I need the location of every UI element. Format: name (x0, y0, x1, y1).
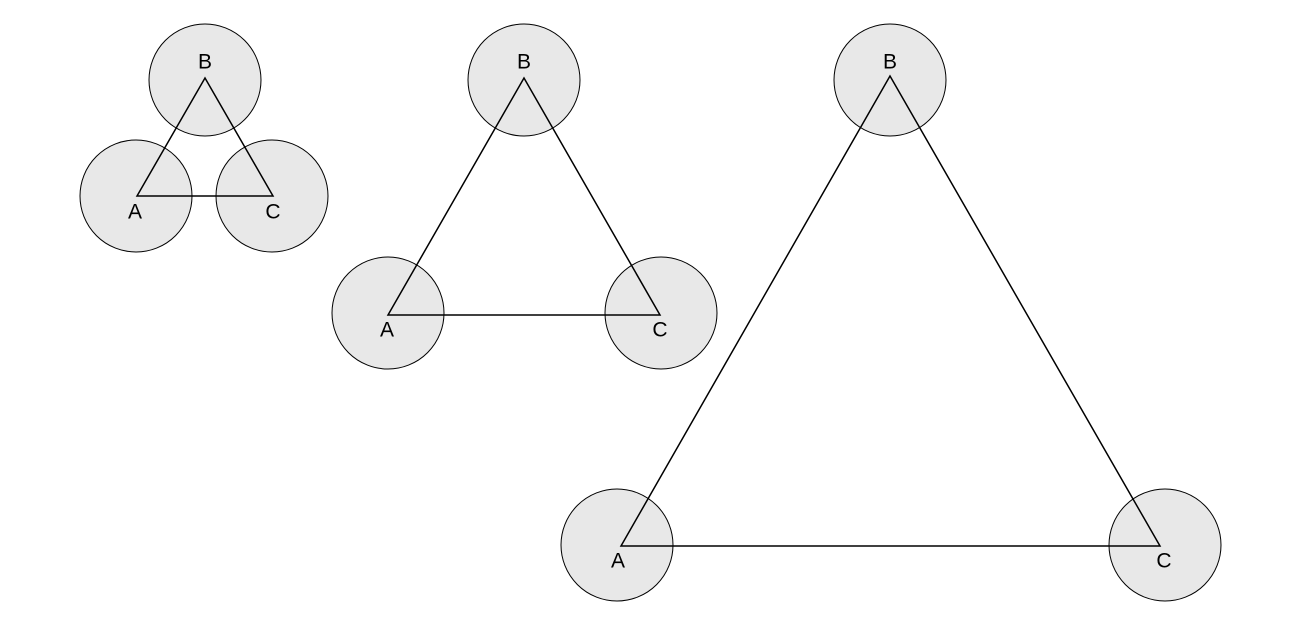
triangle-edges (135, 76, 275, 197)
vertex-label-c: C (652, 319, 667, 342)
triangle-diagram-small: B A C (79, 23, 329, 253)
vertex-label-c: C (1156, 550, 1171, 573)
node-circle-c (604, 256, 718, 370)
vertex-label-b: B (883, 51, 897, 74)
vertex-label-c: C (265, 201, 280, 224)
vertex-label-b: B (517, 51, 531, 74)
vertex-label-a: A (380, 319, 394, 342)
triangle-diagram-medium: B A C (331, 23, 718, 370)
node-circle-b (833, 23, 947, 137)
vertex-label-b: B (198, 51, 212, 74)
triangle-diagram-large: B A C (560, 23, 1222, 602)
node-circle-a (331, 256, 445, 370)
node-circle-b (467, 23, 581, 137)
node-circle-b (148, 23, 262, 137)
vertex-label-a: A (611, 550, 625, 573)
triangle-edges (619, 74, 1162, 547)
triangle-edges (386, 76, 662, 316)
node-circle-a (560, 488, 674, 602)
vertex-label-a: A (128, 201, 142, 224)
node-circle-c (1108, 488, 1222, 602)
